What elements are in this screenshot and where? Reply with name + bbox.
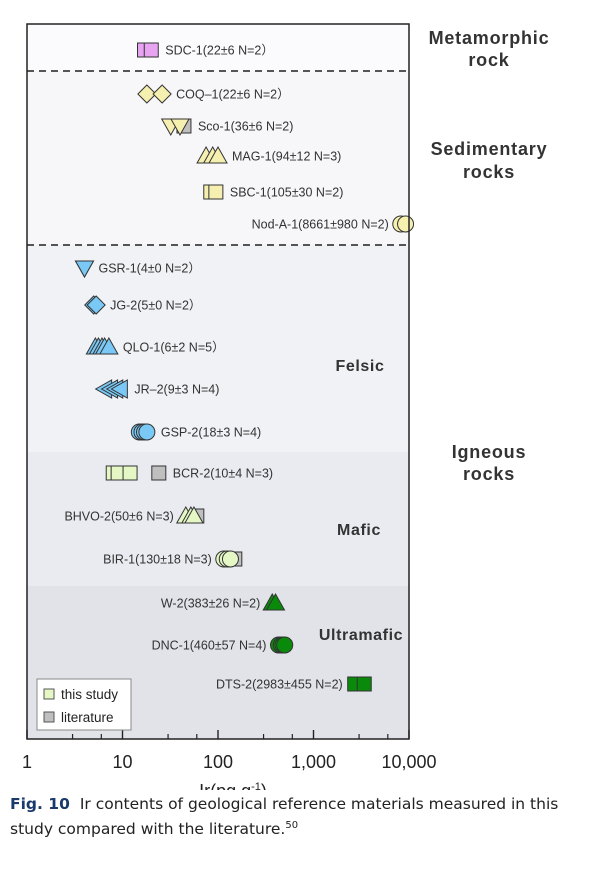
series-label: GSR-1(4±0 N=2） (98, 262, 200, 276)
series-label: JR–2(9±3 N=4) (134, 383, 219, 397)
x-tick-label: 10,000 (381, 752, 436, 772)
data-point (143, 42, 159, 58)
series-bir-1 (215, 550, 243, 568)
series-label: SBC-1(105±30 N=2) (230, 186, 344, 200)
data-point (122, 465, 138, 481)
group-label: Metamorphic (429, 28, 550, 48)
series-label: DNC-1(460±57 N=4) (152, 639, 267, 653)
series-dts-2 (347, 676, 372, 692)
x-tick-label: 10 (112, 752, 132, 772)
data-point (170, 118, 190, 137)
data-point (397, 215, 415, 233)
data-point (86, 295, 106, 315)
series-label: COQ–1(22±6 N=2） (176, 88, 290, 102)
x-tick-label: 1 (22, 752, 32, 772)
series-w-2 (262, 592, 286, 611)
caption-reference: 50 (285, 820, 299, 831)
series-gsr-1 (74, 260, 95, 279)
group-label: rocks (463, 464, 515, 484)
data-point (138, 423, 156, 441)
legend-label: this study (61, 687, 118, 702)
data-point (152, 84, 172, 104)
caption-text: Ir contents of geological reference mate… (10, 795, 559, 839)
subgroup-label: Ultramafic (319, 627, 403, 644)
series-jr-2 (94, 379, 128, 399)
data-point (137, 84, 157, 104)
subgroup-label: Mafic (337, 522, 381, 539)
data-point (110, 379, 128, 399)
series-qlo-1 (85, 336, 119, 355)
series-bcr-2 (105, 465, 167, 481)
series-label: GSP-2(18±3 N=4) (161, 426, 261, 440)
data-point (276, 636, 294, 654)
legend-box (36, 678, 132, 731)
x-tick-label: 1,000 (291, 752, 336, 772)
group-label: Sedimentary (431, 139, 548, 159)
series-coq-1 (137, 84, 172, 104)
series-sdc-1 (137, 42, 159, 58)
series-label: QLO-1(6±2 N=5） (123, 341, 225, 355)
group-label: Igneous (452, 442, 527, 462)
data-point (265, 592, 286, 611)
series-sbc-1 (203, 184, 224, 200)
series-dnc-1 (269, 636, 294, 654)
ir-content-chart: SDC-1(22±6 N=2） COQ–1(22±6 N=2） Sco-1(36±6… (22, 23, 550, 790)
data-point (356, 676, 372, 692)
series-bhvo-2 (175, 505, 205, 524)
legend-swatch (43, 711, 55, 723)
series-label: MAG-1(94±12 N=3) (232, 150, 341, 164)
group-label: rock (468, 50, 509, 70)
series-label: BCR-2(10±4 N=3) (173, 467, 273, 481)
literature-point (151, 465, 167, 481)
series-label: DTS-2(2983±455 N=2) (216, 678, 343, 692)
series-label: SDC-1(22±6 N=2） (165, 44, 274, 58)
legend-swatch (43, 688, 55, 700)
series-gsp-2 (130, 423, 156, 441)
subgroup-label: Felsic (336, 358, 385, 375)
series-jg-2 (84, 295, 106, 315)
figure-label: Fig. 10 (10, 795, 70, 813)
band-metamorphic (27, 24, 409, 71)
legend-label: literature (61, 710, 114, 725)
series-label: BHVO-2(50±6 N=3) (64, 510, 173, 524)
series-nod-a-1 (392, 215, 415, 233)
series-mag-1 (196, 145, 228, 164)
series-label: BIR-1(130±18 N=3) (103, 553, 212, 567)
group-label: rocks (463, 162, 515, 182)
x-axis-label: Ir(pg g-1) (199, 781, 267, 790)
series-sco-1 (160, 118, 192, 137)
series-label: W-2(383±26 N=2) (161, 597, 260, 611)
x-tick-label: 100 (203, 752, 233, 772)
series-label: Sco-1(36±6 N=2) (198, 120, 293, 134)
series-label: Nod-A-1(8661±980 N=2) (252, 218, 389, 232)
series-label: JG-2(5±0 N=2） (110, 299, 201, 313)
data-point (184, 505, 204, 524)
data-point (208, 145, 228, 164)
data-point (208, 184, 224, 200)
data-point (74, 260, 95, 279)
data-point (99, 336, 119, 355)
data-point (221, 550, 239, 568)
